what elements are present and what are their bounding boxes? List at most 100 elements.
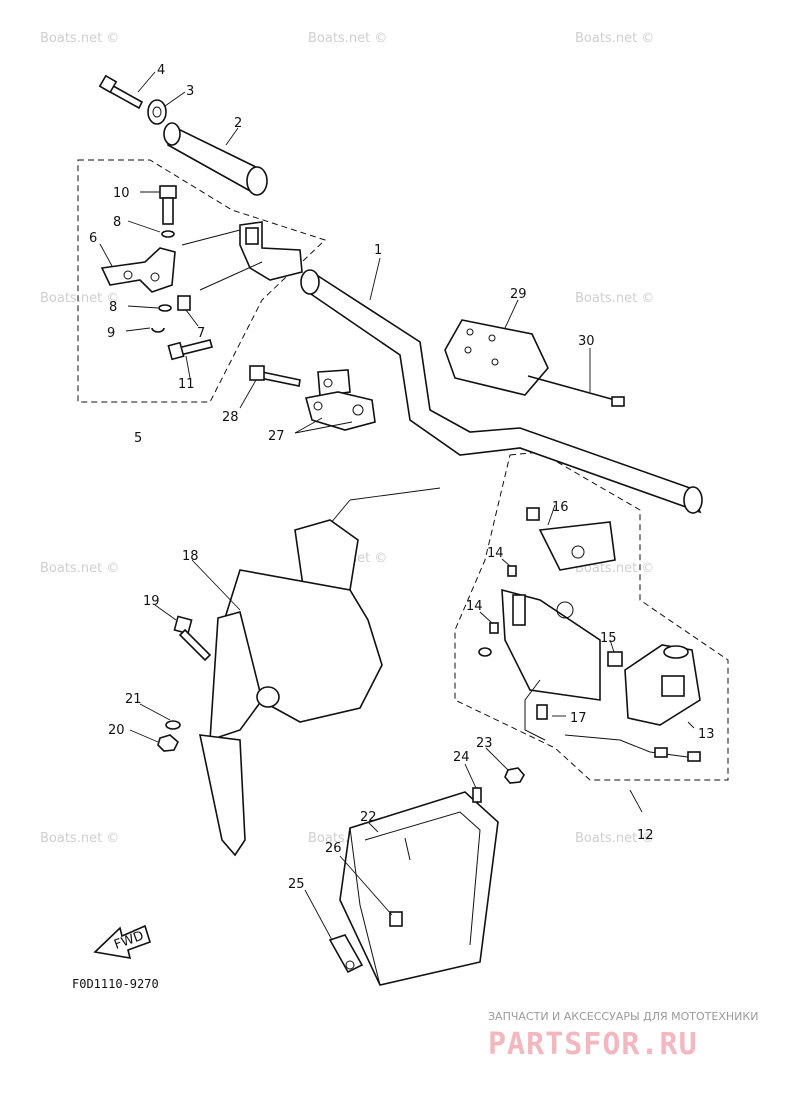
leader-24 xyxy=(464,763,477,789)
washer xyxy=(161,230,175,238)
callout-21: 21 xyxy=(125,692,142,707)
callout-8: 8 xyxy=(109,300,117,315)
leader-12 xyxy=(629,789,643,813)
throttle-housing xyxy=(181,221,303,291)
callout-28: 28 xyxy=(222,410,239,425)
callout-24: 24 xyxy=(453,750,470,765)
screw xyxy=(536,704,548,720)
leader-7 xyxy=(185,309,199,327)
assembly-12-box xyxy=(454,451,729,781)
lever-bolt xyxy=(140,185,177,225)
battery-strap xyxy=(304,889,364,974)
watermark: Boats.net © xyxy=(40,831,119,846)
switch-wire xyxy=(524,679,546,741)
watermark: Boats.net © xyxy=(308,31,387,46)
leader-26 xyxy=(339,855,393,916)
callout-11: 11 xyxy=(178,377,195,392)
leader-8b xyxy=(127,305,159,309)
callout-20: 20 xyxy=(108,723,125,738)
callout-3: 3 xyxy=(186,84,194,99)
handlebar-holder-lower xyxy=(304,391,376,431)
watermark: Boats.net © xyxy=(575,831,654,846)
callout-22: 22 xyxy=(360,810,377,825)
leader-23 xyxy=(485,747,509,771)
column-washer xyxy=(165,720,181,730)
nut xyxy=(607,651,623,667)
callouts: 1 2 3 4 5 6 7 8 8 9 10 11 12 13 14 14 15… xyxy=(89,63,715,892)
callout-6: 6 xyxy=(89,231,97,246)
column-nut xyxy=(157,734,179,752)
leader-21 xyxy=(139,703,171,721)
nut xyxy=(504,767,525,784)
switch-housing xyxy=(538,504,616,571)
switch-bracket xyxy=(501,588,601,701)
callout-14: 14 xyxy=(466,599,483,614)
callout-13: 13 xyxy=(698,727,715,742)
washer xyxy=(158,304,172,312)
watermark: Boats.net © xyxy=(575,291,654,306)
callout-18: 18 xyxy=(182,549,199,564)
watermark: Boats.net © xyxy=(40,561,119,576)
callout-7: 7 xyxy=(197,326,205,341)
callout-5: 5 xyxy=(134,431,142,446)
watermark: Boats.net © xyxy=(575,561,654,576)
bolt xyxy=(472,787,482,803)
watermark: Boats.net © xyxy=(40,31,119,46)
leader-8a xyxy=(127,220,161,233)
stop-switch xyxy=(564,644,701,762)
bar-end-bolt xyxy=(98,71,156,110)
callout-26: 26 xyxy=(325,841,342,856)
screw xyxy=(507,565,517,577)
handlebar-holder-upper xyxy=(317,369,351,397)
callout-10: 10 xyxy=(113,186,130,201)
grommet xyxy=(526,507,540,521)
watermark: Boats.net © xyxy=(575,31,654,46)
callout-9: 9 xyxy=(107,326,115,341)
callout-30: 30 xyxy=(578,334,595,349)
callout-4: 4 xyxy=(157,63,165,78)
spring xyxy=(177,295,191,311)
watermark: Boats.net © xyxy=(40,291,119,306)
leader-14b xyxy=(479,611,493,624)
figure-code: F0D1110-9270 xyxy=(72,977,159,991)
leader-14a xyxy=(501,558,511,567)
fwd-arrow: FWD xyxy=(93,924,151,959)
callout-29: 29 xyxy=(510,287,527,302)
callout-19: 19 xyxy=(143,594,160,609)
leader-15 xyxy=(609,639,615,653)
screw xyxy=(389,911,403,927)
leader-9 xyxy=(125,327,151,332)
callout-12: 12 xyxy=(637,828,654,843)
callout-15: 15 xyxy=(600,631,617,646)
watermarks: Boats.net © Boats.net © Boats.net © Boat… xyxy=(40,31,654,846)
footer-branding: ЗАПЧАСТИ И АКСЕССУАРЫ ДЛЯ МОТОТЕХНИКИ PA… xyxy=(488,1010,758,1062)
holder-bolt xyxy=(239,365,301,409)
column-bolt xyxy=(154,604,212,662)
leader-27a xyxy=(294,417,323,434)
callout-14: 14 xyxy=(487,546,504,561)
pad-strap xyxy=(527,348,625,407)
steering-column xyxy=(191,519,383,857)
battery-box xyxy=(339,791,499,986)
housing-bolt xyxy=(167,339,213,379)
grip xyxy=(163,122,268,196)
callout-25: 25 xyxy=(288,877,305,892)
callout-1: 1 xyxy=(374,243,382,258)
footer-tagline: ЗАПЧАСТИ И АКСЕССУАРЫ ДЛЯ МОТОТЕХНИКИ xyxy=(488,1010,758,1023)
bar-end-washer xyxy=(147,91,186,125)
footer-brand-logo: PARTSFOR.RU xyxy=(488,1027,698,1062)
screw xyxy=(489,622,499,634)
callout-27: 27 xyxy=(268,429,285,444)
callout-16: 16 xyxy=(552,500,569,515)
leader-20 xyxy=(129,729,159,743)
callout-2: 2 xyxy=(234,116,242,131)
leader-27b xyxy=(294,421,353,434)
throttle-lever xyxy=(99,243,176,293)
callout-23: 23 xyxy=(476,736,493,751)
callout-8: 8 xyxy=(113,215,121,230)
callout-17: 17 xyxy=(570,711,587,726)
circlip xyxy=(151,327,165,333)
handlebar-pad xyxy=(444,299,549,396)
ring-terminal xyxy=(478,647,492,657)
